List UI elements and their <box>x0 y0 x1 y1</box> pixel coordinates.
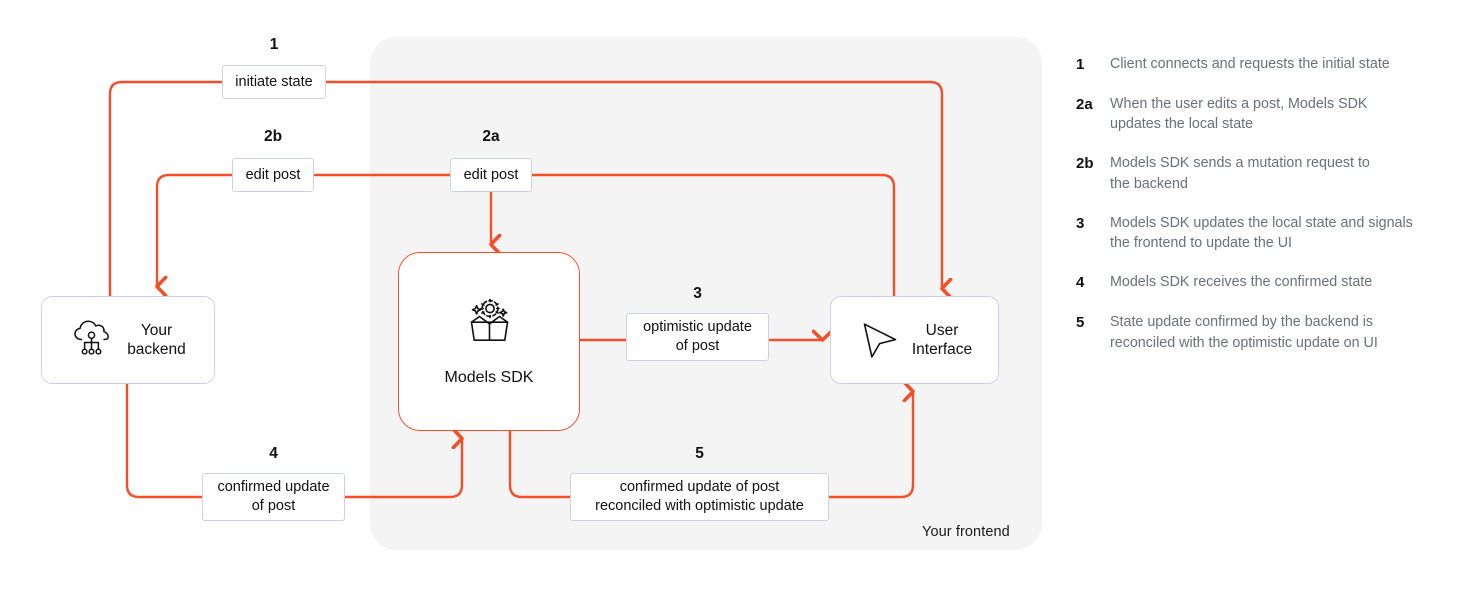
step-number-5: 5 <box>695 445 704 462</box>
legend-number: 1 <box>1076 56 1085 73</box>
edge-label-confirmed-reconciled[interactable]: confirmed update of post reconciled with… <box>570 473 829 521</box>
edge-4-path-left <box>125 384 202 499</box>
edge-label-edit-post-sdk[interactable]: edit post <box>450 158 532 192</box>
legend-text: State update confirmed by the backend is… <box>1110 313 1378 351</box>
legend-list: 1 Client connects and requests the initi… <box>1076 54 1466 371</box>
edge-label-optimistic-update[interactable]: optimistic update of post <box>626 313 769 361</box>
legend-number: 2b <box>1076 155 1094 173</box>
legend-number: 2a <box>1076 95 1093 113</box>
legend-item-2b: 2b Models SDK sends a mutation request t… <box>1076 153 1466 194</box>
legend-text: Models SDK receives the confirmed state <box>1110 274 1373 291</box>
legend-text: Models SDK updates the local state and s… <box>1110 214 1413 252</box>
step-number-3: 3 <box>693 285 702 302</box>
legend-item-3: 3 Models SDK updates the local state and… <box>1076 213 1466 254</box>
edge-1-path-left <box>108 80 222 298</box>
cursor-pointer-icon <box>857 319 901 361</box>
node-label: User Interface <box>911 321 973 358</box>
legend-text: Models SDK sends a mutation request to t… <box>1110 155 1370 192</box>
legend-text: Client connects and requests the initial… <box>1110 56 1390 72</box>
legend-item-1: 1 Client connects and requests the initi… <box>1076 54 1466 76</box>
frontend-boundary-label: Your frontend <box>922 524 1010 540</box>
node-your-backend[interactable]: Your backend <box>41 296 215 384</box>
legend-number: 4 <box>1076 274 1085 292</box>
step-number-4: 4 <box>269 445 278 462</box>
legend-item-4: 4 Models SDK receives the confirmed stat… <box>1076 272 1466 294</box>
legend-item-2a: 2a When the user edits a post, Models SD… <box>1076 94 1466 135</box>
edge-2b-path-left <box>157 173 232 286</box>
edge-label-confirmed-update[interactable]: confirmed update of post <box>202 473 345 521</box>
open-box-gear-sparkle-icon <box>457 296 521 354</box>
edge-label-edit-post-backend[interactable]: edit post <box>232 158 314 192</box>
step-number-2b: 2b <box>263 128 283 145</box>
step-number-2a: 2a <box>482 128 500 145</box>
node-user-interface[interactable]: User Interface <box>830 296 999 384</box>
step-number-1: 1 <box>269 36 279 53</box>
cloud-network-icon <box>70 318 116 362</box>
legend-item-5: 5 State update confirmed by the backend … <box>1076 312 1466 353</box>
legend-text: When the user edits a post, Models SDK u… <box>1110 95 1368 133</box>
legend-number: 5 <box>1076 313 1085 331</box>
node-label: Models SDK <box>444 368 534 386</box>
edge-label-initiate-state[interactable]: initiate state <box>222 65 326 99</box>
node-label: Your backend <box>127 321 186 358</box>
node-models-sdk[interactable]: Models SDK <box>398 252 580 431</box>
legend-number: 3 <box>1076 214 1085 232</box>
